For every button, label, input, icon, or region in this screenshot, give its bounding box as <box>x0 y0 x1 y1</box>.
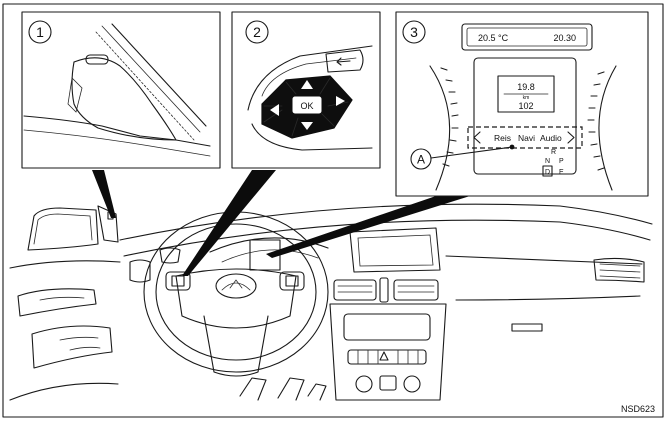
status-bar <box>461 23 593 51</box>
ok-button-illustration <box>291 95 323 115</box>
clock-display: 20.30 <box>553 33 576 43</box>
panel-1-badge <box>28 20 52 44</box>
center-display <box>473 57 577 175</box>
up-arrow-icon <box>301 80 313 89</box>
figure-code: NSD623 <box>621 404 655 414</box>
readout-value-2: 102 <box>518 101 533 111</box>
right-arrow-icon <box>336 96 345 106</box>
callout-a-dot <box>509 144 515 150</box>
pointer-wedge-1 <box>92 170 116 218</box>
menu-highlight <box>467 126 583 149</box>
panel-3: 3 20.5 °C 20.30 <box>395 11 649 197</box>
ok-label: OK <box>300 101 313 111</box>
gear-indicator: R N P D E <box>542 149 564 177</box>
back-button-illustration <box>325 49 364 73</box>
callout-a-badge <box>410 148 432 170</box>
panel-2-number: 2 <box>253 24 261 40</box>
menu-item-audio: Audio <box>540 133 562 143</box>
panel-3-number: 3 <box>410 24 418 40</box>
readout-value: 19.8 <box>517 82 535 92</box>
trip-readout-box <box>497 75 555 113</box>
gear-e: E <box>559 169 564 176</box>
gear-n: N <box>545 158 550 165</box>
readout-unit: km <box>523 95 530 101</box>
callout-a-label: A <box>417 153 425 167</box>
panel-2-badge <box>245 20 269 44</box>
pointer-wedge-2 <box>182 170 276 276</box>
menu-item-reis: Reis <box>494 133 511 143</box>
menu-right-arrow-icon <box>567 131 575 144</box>
pointer-wedge-3 <box>266 196 470 258</box>
callout-a-leader <box>430 146 513 159</box>
panel-3-badge <box>402 20 426 44</box>
dashboard-illustration <box>9 203 653 401</box>
back-arrow-icon <box>336 57 351 66</box>
gear-p: P <box>559 158 564 165</box>
gear-d: D <box>545 169 550 176</box>
outer-frame <box>2 3 664 418</box>
menu-left-arrow-icon <box>473 131 481 144</box>
gear-r: R <box>551 149 556 156</box>
panel-2: 2 OK <box>231 11 381 169</box>
down-arrow-icon <box>301 122 313 130</box>
menu-item-navi: Navi <box>518 133 535 143</box>
outside-temperature: 20.5 °C <box>478 33 509 43</box>
panel-1-number: 1 <box>36 24 44 40</box>
left-arrow-icon <box>270 104 279 116</box>
mirror-switch-illustration <box>85 54 109 65</box>
panel-1: 1 <box>21 11 221 169</box>
